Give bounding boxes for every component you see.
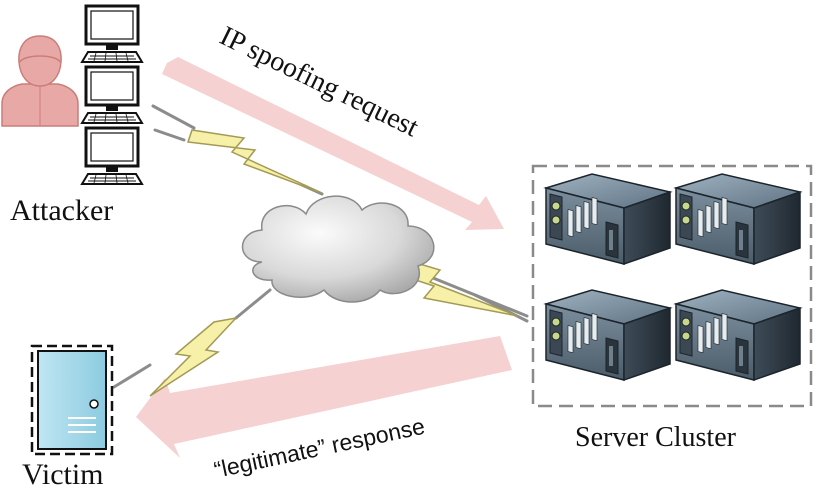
response-arrow [136, 336, 512, 458]
rack-server-icon [675, 173, 801, 265]
server-tower-icon [30, 344, 114, 456]
desktop-computer-icon [80, 4, 144, 64]
lightning-link-icon [186, 129, 323, 194]
desktop-computer-icon [80, 126, 144, 186]
lightning-link-icon [149, 316, 239, 397]
desktop-computer-icon [80, 65, 144, 125]
attacker-label: Attacker [10, 194, 113, 227]
hooded-person-icon [1, 35, 79, 127]
victim-label: Victim [22, 458, 104, 491]
rack-server-icon [675, 289, 801, 381]
internet-cloud-icon [241, 195, 435, 303]
request-label: IP spoofing request [215, 20, 424, 143]
rack-server-icon [545, 173, 671, 265]
request-arrow [162, 57, 504, 230]
server-cluster-label: Server Cluster [575, 422, 737, 453]
server-cluster-boundary [531, 164, 813, 408]
rack-server-icon [545, 289, 671, 381]
